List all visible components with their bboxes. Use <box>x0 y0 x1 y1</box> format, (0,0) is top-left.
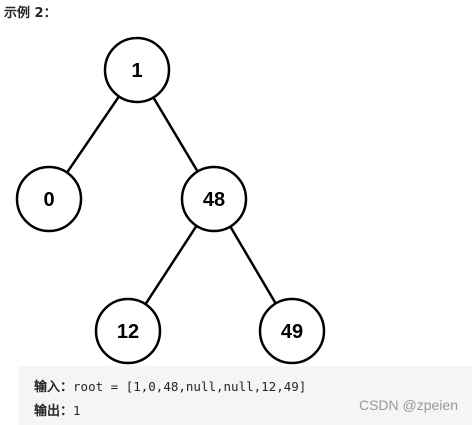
watermark: CSDN @zpeien <box>358 397 458 413</box>
example-heading: 示例 2： <box>4 6 57 21</box>
tree-node-circle <box>103 36 171 104</box>
binary-tree-diagram: 1 0 48 12 49 <box>15 36 326 365</box>
tree-node-circle <box>94 297 162 365</box>
tree-node-value: 0 <box>43 189 54 211</box>
tree-node-circle <box>258 297 326 365</box>
tree-edge <box>144 225 198 305</box>
tree-node: 48 <box>180 165 248 233</box>
input-value: root = [1,0,48,null,null,12,49] <box>73 379 307 394</box>
tree-node-circle <box>15 165 83 233</box>
tree-edge <box>152 96 199 173</box>
input-line: 输入：root = [1,0,48,null,null,12,49] <box>34 376 306 395</box>
tree-node: 0 <box>15 165 83 233</box>
tree-edge <box>229 225 277 305</box>
output-label: 输出： <box>34 404 74 419</box>
tree-edge <box>66 95 120 174</box>
example-io-box: 输入：root = [1,0,48,null,null,12,49] 输出：1 <box>18 366 472 425</box>
tree-node-value: 1 <box>131 60 142 82</box>
tree-node-value: 12 <box>117 321 139 343</box>
tree-node: 12 <box>94 297 162 365</box>
output-line: 输出：1 <box>34 400 81 419</box>
tree-node: 1 <box>103 36 171 104</box>
input-label: 输入： <box>34 380 74 395</box>
output-value: 1 <box>73 403 81 418</box>
tree-node-value: 49 <box>281 321 303 343</box>
tree-node-value: 48 <box>203 189 225 211</box>
tree-node-circle <box>180 165 248 233</box>
tree-node: 49 <box>258 297 326 365</box>
